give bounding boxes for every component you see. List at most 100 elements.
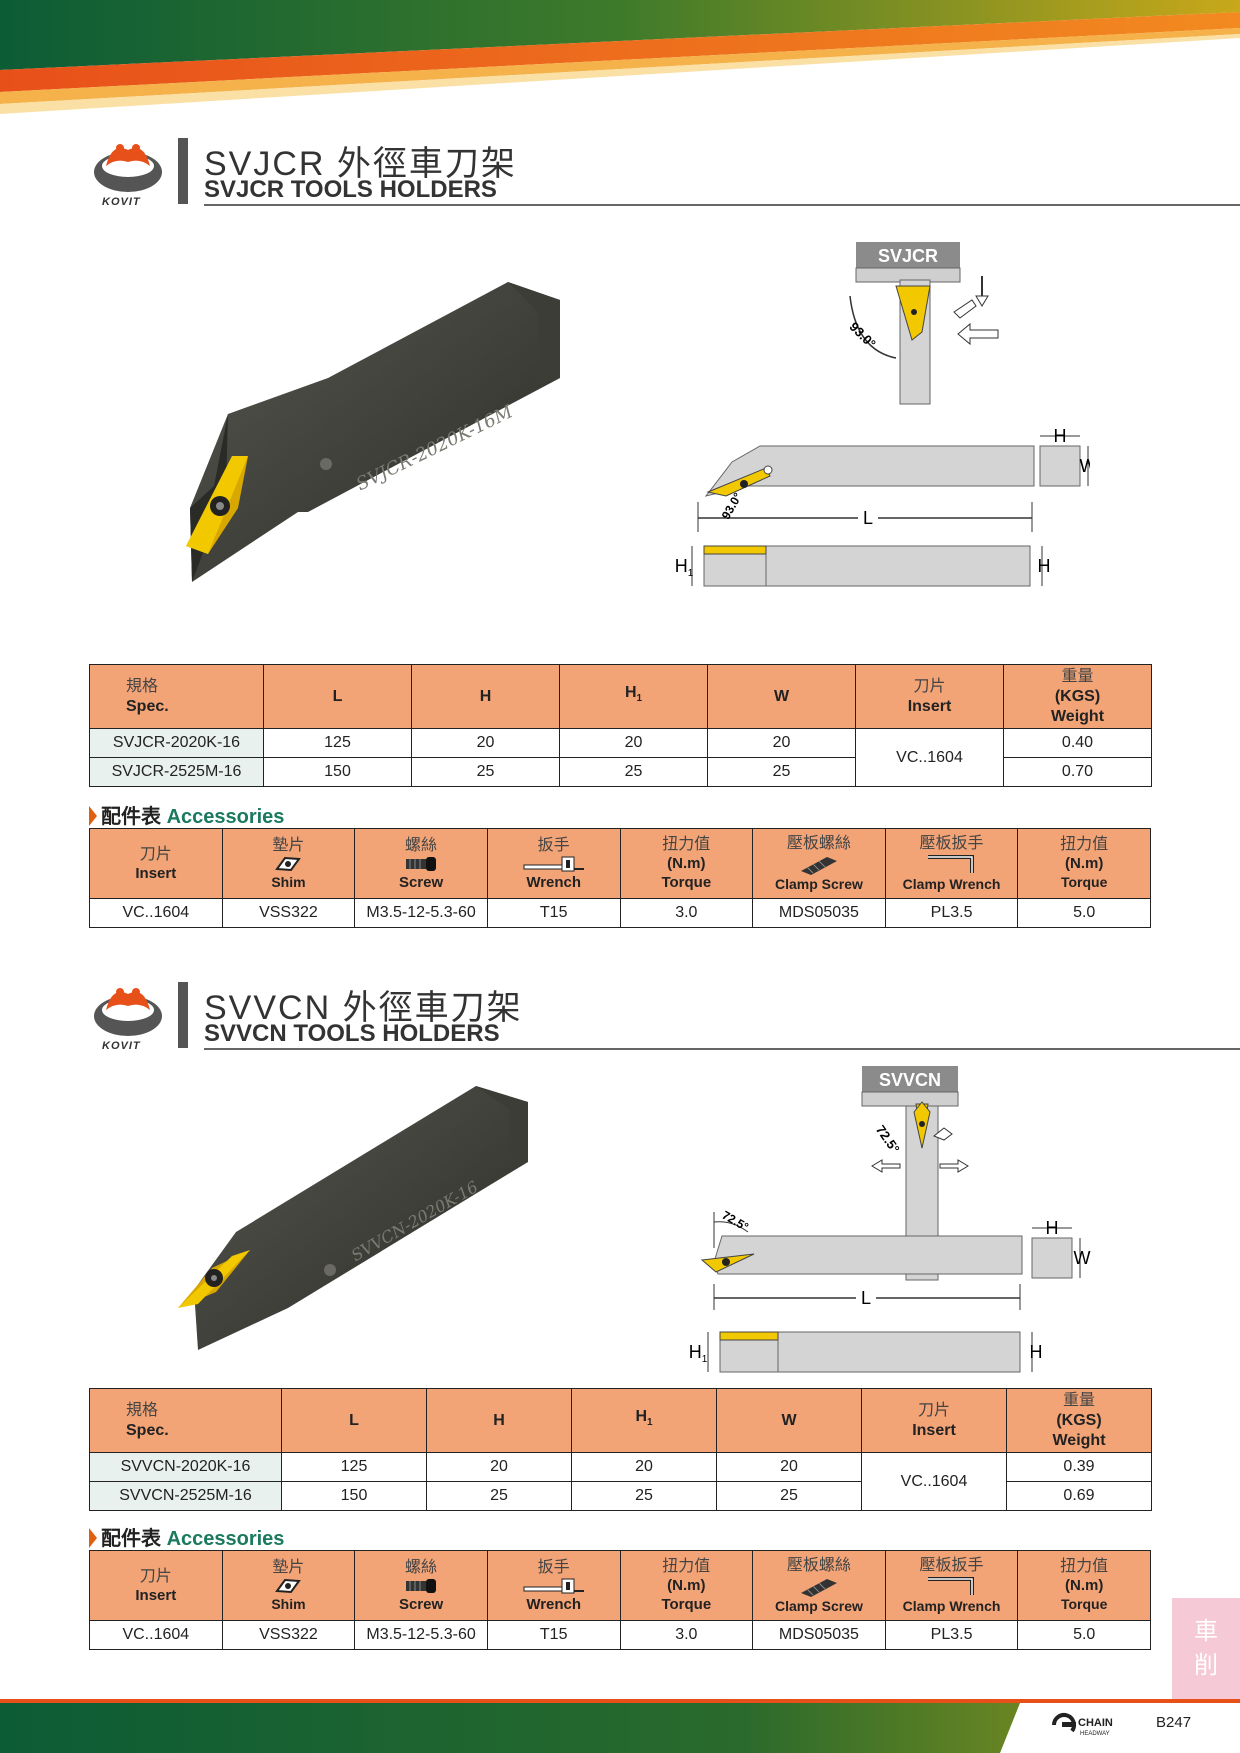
dim-H-top: H <box>1046 1218 1059 1238</box>
dim-W: W <box>1074 1248 1091 1268</box>
cell-H1: 25 <box>571 1481 717 1511</box>
col-L: L <box>281 1388 427 1453</box>
cell-shim: VSS322 <box>221 898 356 928</box>
col-clamp-wrench: 壓板扳手 Clamp Wrench <box>884 1550 1019 1621</box>
screw-icon <box>406 1578 437 1593</box>
triangle-bullet-icon <box>89 1528 97 1548</box>
cell-H: 20 <box>426 1452 572 1482</box>
cell-W: 20 <box>707 728 856 758</box>
cell-insert: VC..1604 <box>89 1620 223 1650</box>
col-torque: 扭力值(N.m)Torque <box>619 1550 754 1621</box>
logo-text: KOVIT <box>102 196 141 208</box>
col-W: W <box>716 1388 862 1453</box>
cell-model: SVVCN-2020K-16 <box>89 1452 282 1482</box>
dim-H1: H1 <box>689 1342 708 1365</box>
section-title: KOVIT SVJCR 外徑車刀架 SVJCR TOOLS HOLDERS <box>92 136 1240 208</box>
col-shim: 墊片 Shim <box>221 828 356 899</box>
accessories-title: 配件表 Accessories <box>89 800 284 829</box>
table-row: SVJCR-2020K-16 125 20 20 20 VC..1604 0.4… <box>89 728 1152 787</box>
title-divider <box>204 1048 1240 1050</box>
col-torque: 扭力值(N.m)Torque <box>619 828 754 899</box>
col-weight: 重量(KGS)Weight <box>1003 664 1152 729</box>
cell-clamp-wrench: PL3.5 <box>884 1620 1019 1650</box>
col-screw: 螺絲 Screw <box>354 1550 488 1621</box>
cell-H: 25 <box>411 757 560 787</box>
col-shim: 墊片 Shim <box>221 1550 356 1621</box>
chapter-tab[interactable]: 車 削 <box>1172 1598 1240 1718</box>
dim-H1: H1 <box>675 556 694 579</box>
cell-W: 20 <box>716 1452 862 1482</box>
cell-clamp-screw: MDS05035 <box>752 1620 886 1650</box>
col-H1: H1 <box>559 664 708 729</box>
technical-diagram: SVVCN 72.5° 72.5° L H W H1 H <box>689 1066 1091 1373</box>
svg-text:HEADWAY: HEADWAY <box>1080 1731 1110 1737</box>
col-clamp-screw: 壓板螺絲 Clamp Screw <box>752 828 886 899</box>
cell-H: 25 <box>426 1481 572 1511</box>
cell-screw: M3.5-12-5.3-60 <box>354 1620 488 1650</box>
tool-holder-photo: SVVCN-2020K-16 <box>178 1086 528 1350</box>
logo-text: KOVIT <box>102 1040 141 1052</box>
top-banner <box>0 0 1240 114</box>
cell-insert: VC..1604 <box>861 1452 1007 1511</box>
cell-screw: M3.5-12-5.3-60 <box>354 898 488 928</box>
table-row: VC..1604 VSS322 M3.5-12-5.3-60 T15 3.0 M… <box>89 898 1151 928</box>
diagram-code: SVVCN <box>879 1070 941 1090</box>
chapter-tab-line1: 車 <box>1194 1617 1218 1645</box>
kovit-logo <box>94 988 162 1036</box>
page-number: B247 <box>1156 1714 1192 1731</box>
screw-icon <box>406 856 437 871</box>
cell-wrench: T15 <box>486 1620 621 1650</box>
dim-L: L <box>861 1288 871 1308</box>
clamp-screw-icon <box>800 1578 837 1597</box>
shim-icon <box>275 856 302 871</box>
col-weight: 重量(KGS)Weight <box>1006 1388 1152 1453</box>
cell-weight: 0.40 <box>1003 728 1152 758</box>
dim-L: L <box>863 508 873 528</box>
title-bar <box>178 982 188 1048</box>
cell-L: 125 <box>263 728 412 758</box>
cell-H1: 20 <box>571 1452 717 1482</box>
cell-H1: 25 <box>559 757 708 787</box>
clamp-screw-icon <box>800 856 837 875</box>
cell-model: SVJCR-2525M-16 <box>89 757 264 787</box>
wrench-icon <box>523 1578 584 1593</box>
cell-torque: 3.0 <box>619 898 754 928</box>
page-title-cn: SVJCR 外徑車刀架 <box>204 145 517 183</box>
cell-L: 125 <box>281 1452 427 1482</box>
dim-H-side: H <box>1038 556 1051 576</box>
title-bar <box>178 138 188 204</box>
col-wrench: 扳手 Wrench <box>486 1550 621 1621</box>
technical-diagram: SVJCR 93.0° L 93.0° H W H1 H <box>675 242 1091 587</box>
col-W: W <box>707 664 856 729</box>
cell-insert: VC..1604 <box>855 728 1004 787</box>
cell-torque: 3.0 <box>619 1620 754 1650</box>
col-L: L <box>263 664 412 729</box>
col-clamp-screw: 壓板螺絲 Clamp Screw <box>752 1550 886 1621</box>
chapter-tab-line2: 削 <box>1194 1651 1218 1679</box>
dim-W: W <box>1080 456 1091 476</box>
col-H: H <box>411 664 560 729</box>
col-screw: 螺絲 Screw <box>354 828 488 899</box>
cell-torque-2: 5.0 <box>1017 1620 1151 1650</box>
triangle-bullet-icon <box>89 806 97 826</box>
diagram-code: SVJCR <box>878 246 938 266</box>
table-row: SVVCN-2525M-16 150 25 25 25 0.69 <box>89 1481 1152 1511</box>
wrench-icon <box>523 856 584 871</box>
dim-H-side: H <box>1030 1342 1043 1362</box>
cell-weight: 0.39 <box>1006 1452 1152 1482</box>
table-row: SVVCN-2020K-16 125 20 20 20 VC..1604 0.3… <box>89 1452 1152 1511</box>
page-title-cn: SVVCN 外徑車刀架 <box>204 989 523 1027</box>
title-divider <box>204 204 1240 206</box>
cell-H1: 20 <box>559 728 708 758</box>
cell-clamp-wrench: PL3.5 <box>884 898 1019 928</box>
col-H: H <box>426 1388 572 1453</box>
shim-icon <box>275 1578 302 1593</box>
